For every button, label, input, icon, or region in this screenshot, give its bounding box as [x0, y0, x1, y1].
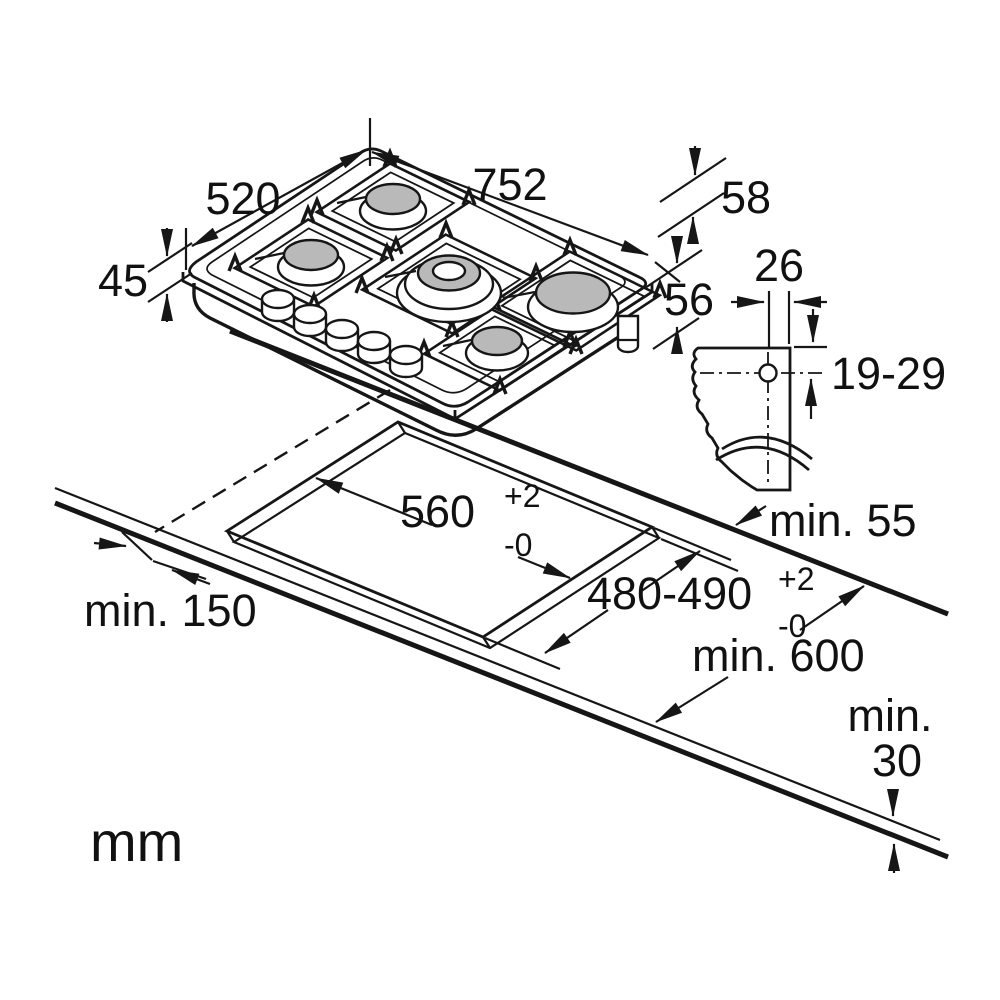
dim-hole-depth: 19-29: [794, 309, 946, 419]
dim-19-29-label: 19-29: [831, 348, 946, 399]
burner-center-wok: [384, 254, 503, 324]
worktop-front-edge-bottom: [54, 500, 949, 860]
dim-480-490-tol-minus: -0: [778, 608, 806, 644]
dim-min30-label-line1: min.: [847, 690, 932, 741]
dim-480-490-label: 480-490: [587, 568, 752, 619]
dim-45-label: 45: [98, 255, 148, 306]
dim-hob-width: 752: [368, 118, 681, 283]
dim-min30-label-line2: 30: [872, 735, 922, 786]
hob-base-skirt: [192, 283, 636, 437]
dim-480-490-tol-plus: +2: [778, 561, 814, 597]
worktop-rear-edge: [229, 328, 949, 617]
control-knob: [356, 330, 392, 365]
control-knob: [324, 318, 360, 353]
dim-connection-height: 56: [644, 236, 714, 354]
worktop-front-edge-top: [54, 486, 941, 842]
dim-install-depth: 45: [98, 228, 193, 322]
worktop-section-profile: [690, 346, 792, 492]
worktop-cutout: [223, 420, 739, 671]
dim-cutout-depth: 480-490 +2 -0: [544, 550, 814, 654]
dim-752-label: 752: [472, 159, 547, 210]
dim-total-height: 58: [657, 146, 771, 244]
control-knob: [292, 303, 328, 338]
dim-min150-label: min. 150: [84, 585, 257, 636]
dim-26-label: 26: [754, 240, 804, 291]
gas-connection-pipe: [616, 314, 640, 354]
dim-56-label: 56: [664, 274, 714, 325]
control-knob: [260, 288, 296, 323]
worktop-view: [54, 328, 949, 860]
dim-hob-depth: 520: [184, 149, 367, 270]
dim-560-tol-minus: -0: [504, 527, 532, 563]
unit-label: mm: [90, 810, 183, 873]
alignment-dashed-line: [154, 388, 391, 534]
dim-58-label: 58: [721, 172, 771, 223]
burner-left: [254, 238, 346, 287]
dim-worktop-depth: min. 600: [655, 585, 865, 723]
dim-cutout-width: 560 +2 -0: [315, 476, 571, 580]
dim-min600-label: min. 600: [692, 630, 865, 681]
mounting-hole: [758, 363, 778, 383]
burner-right-large: [502, 271, 620, 334]
dim-side-clearance: min. 150: [84, 531, 257, 636]
dim-560-label: 560: [400, 486, 475, 537]
dim-rear-clearance: min. 55: [735, 495, 917, 546]
dim-560-tol-plus: +2: [504, 478, 540, 514]
dim-front-clearance: min. 30: [847, 690, 933, 873]
dim-min55-label: min. 55: [769, 495, 917, 546]
break-lines: [715, 435, 813, 472]
dim-520-label: 520: [205, 173, 280, 224]
control-knob: [388, 344, 424, 379]
control-knobs: [260, 288, 424, 379]
worktop-cross-section-detail: [690, 346, 826, 492]
burner-front: [442, 325, 530, 372]
dim-hole-offset: 26: [731, 240, 827, 347]
